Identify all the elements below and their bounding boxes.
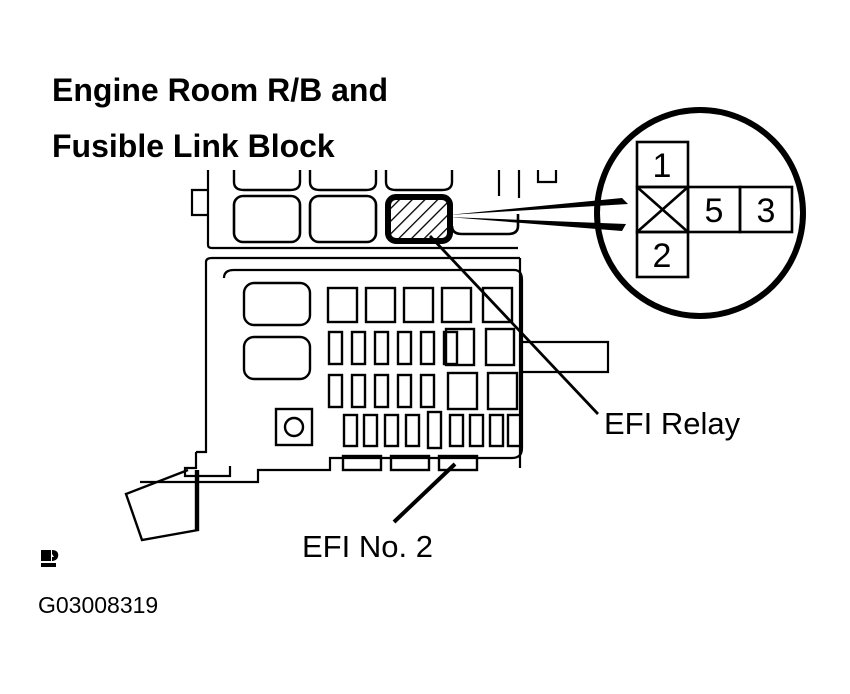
fuse-slot[interactable] <box>364 286 397 324</box>
grommet-mount <box>274 407 314 447</box>
left-relay-slots <box>242 281 312 381</box>
fuse-slot[interactable] <box>486 371 519 411</box>
fuse-slot-narrow[interactable] <box>506 413 523 448</box>
fuse-slot[interactable] <box>481 286 514 324</box>
terminal-cell-3[interactable] <box>738 185 794 234</box>
fuse-row-2 <box>327 330 459 366</box>
fuse-row-3 <box>327 371 519 411</box>
bottom-horizontal-slots <box>341 454 479 472</box>
side-mounting-tab <box>522 340 610 374</box>
fuse-slot-narrow[interactable] <box>426 410 443 450</box>
fusible-link-slot-1[interactable] <box>232 194 302 244</box>
terminal-label-3: 3 <box>757 192 776 230</box>
harness-connector-outline <box>124 468 200 542</box>
callout-leader-lower <box>448 217 626 231</box>
fuse-slot-narrow[interactable] <box>373 373 390 409</box>
fuse-slot-narrow[interactable] <box>396 373 413 409</box>
terminal-x-stroke-2 <box>636 186 689 233</box>
fuse-slot-narrow[interactable] <box>362 413 379 448</box>
fuse-slot-narrow[interactable] <box>404 413 421 448</box>
label-efi-relay: EFI Relay <box>604 406 741 441</box>
grommet-circle <box>283 416 305 438</box>
fuse-slot[interactable] <box>440 286 473 324</box>
page-title-line-2: Fusible Link Block <box>52 128 335 164</box>
label-efi-no-2: EFI No. 2 <box>302 529 433 564</box>
fuse-row-1 <box>326 286 514 324</box>
fuse-slot-narrow[interactable] <box>373 330 390 366</box>
fuse-slot-narrow[interactable] <box>468 413 485 448</box>
terminal-label-1: 1 <box>653 147 672 185</box>
fuse-row-4 <box>342 410 523 450</box>
upper-row-slots <box>232 194 520 244</box>
fuse-slot-wide[interactable] <box>389 454 431 472</box>
fuse-slot[interactable] <box>444 327 476 367</box>
efi-no-2-slot[interactable] <box>437 454 479 472</box>
terminal-cell-2[interactable] <box>635 230 690 279</box>
fuse-slot-narrow[interactable] <box>419 330 436 366</box>
fuse-slot-narrow[interactable] <box>350 373 367 409</box>
fuse-slot-wide[interactable] <box>341 454 383 472</box>
fuse-slot-narrow[interactable] <box>327 373 344 409</box>
fuse-slot-narrow[interactable] <box>327 330 344 366</box>
leader-line-efi-no-2 <box>392 462 457 524</box>
upper-partial-slots <box>232 170 454 192</box>
page-title-line-1: Engine Room R/B and <box>52 72 388 108</box>
fuse-slot-narrow[interactable] <box>383 413 400 448</box>
relay-slot-b[interactable] <box>242 335 312 381</box>
figure-code: G03008319 <box>38 592 159 618</box>
hand-pointer-icon <box>41 550 59 567</box>
fuse-slot-narrow[interactable] <box>419 373 436 409</box>
fuse-slot[interactable] <box>402 286 435 324</box>
fusible-link-slot-4[interactable] <box>450 214 520 236</box>
efi-relay-slot-border <box>385 194 453 244</box>
relay-slot-a[interactable] <box>242 281 312 327</box>
fuse-slot-narrow[interactable] <box>448 413 465 448</box>
fuse-slot[interactable] <box>484 327 516 367</box>
grommet-square <box>274 407 314 447</box>
terminal-label-2: 2 <box>653 237 672 275</box>
terminal-grid-labels: 1 2 5 3 <box>653 147 776 275</box>
efi-relay-hatch-fill <box>389 198 449 240</box>
fuse-slot-narrow[interactable] <box>488 413 505 448</box>
efi-relay-slot-highlighted[interactable] <box>385 194 453 244</box>
fuse-slot-narrow[interactable] <box>342 413 359 448</box>
leader-line-efi-relay <box>428 235 600 415</box>
fuse-slot[interactable] <box>446 371 479 411</box>
terminal-grid <box>635 140 794 279</box>
fuse-slot-narrow[interactable] <box>396 330 413 366</box>
callout-leader-wedge <box>448 198 628 231</box>
fuse-row-2-squares <box>444 327 516 367</box>
terminal-label-5: 5 <box>705 192 724 230</box>
fusible-link-slot-2[interactable] <box>308 194 378 244</box>
callout-circle <box>594 107 806 319</box>
fuse-box-outline <box>140 170 558 484</box>
fuse-slot[interactable] <box>326 286 359 324</box>
callout-leader-upper <box>448 198 628 215</box>
fuse-slot-narrow[interactable] <box>350 330 367 366</box>
